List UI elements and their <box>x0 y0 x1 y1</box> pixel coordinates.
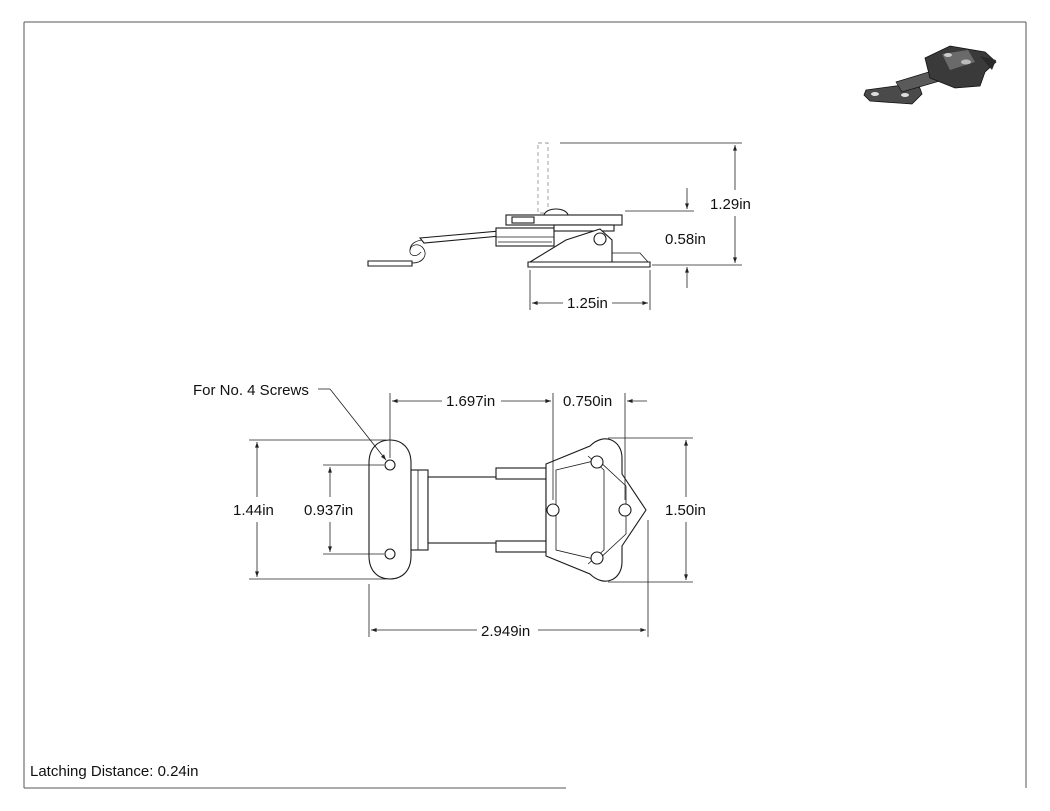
note-screws: For No. 4 Screws <box>193 382 387 461</box>
latch-isometric-icon <box>863 45 997 105</box>
dim-overall-height-label: 1.29in <box>710 196 751 213</box>
dim-hole-to-hole-label: 1.697in <box>446 393 495 410</box>
dimension-hole-vertical: 0.937in <box>304 464 384 555</box>
screw-hole-top-left <box>384 459 396 471</box>
plan-view <box>368 438 647 582</box>
screw-hole-bottom-left <box>384 548 396 560</box>
dimension-base-height: 0.58in <box>625 188 706 288</box>
latching-distance-note: Latching Distance: 0.24in <box>30 763 198 780</box>
dimension-plate-height-left: 1.44in <box>233 439 386 580</box>
dim-base-width-label: 1.25in <box>567 295 608 312</box>
dim-plate-height-right-label: 1.50in <box>665 502 706 519</box>
side-view <box>367 142 651 268</box>
dim-hole-vertical-label: 0.937in <box>304 502 353 519</box>
dimension-hole-to-hole: 1.697in <box>389 393 554 500</box>
dim-plate-height-left-label: 1.44in <box>233 502 274 519</box>
dimension-base-width: 1.25in <box>529 270 651 312</box>
drawing-border <box>23 21 1027 789</box>
screw-hole-body-right <box>618 503 632 517</box>
screw-hole-body-left <box>546 503 560 517</box>
note-screws-label: For No. 4 Screws <box>193 382 309 399</box>
dim-hole-spacing-label: 0.750in <box>563 393 612 410</box>
dim-base-height-label: 0.58in <box>665 231 706 248</box>
dim-overall-length-label: 2.949in <box>481 623 530 640</box>
dimension-overall-height: 1.29in <box>560 142 751 266</box>
dimension-plate-height-right: 1.50in <box>608 437 706 583</box>
dimension-overall-length: 2.949in <box>368 520 649 640</box>
dimension-hole-spacing: 0.750in <box>545 393 647 500</box>
